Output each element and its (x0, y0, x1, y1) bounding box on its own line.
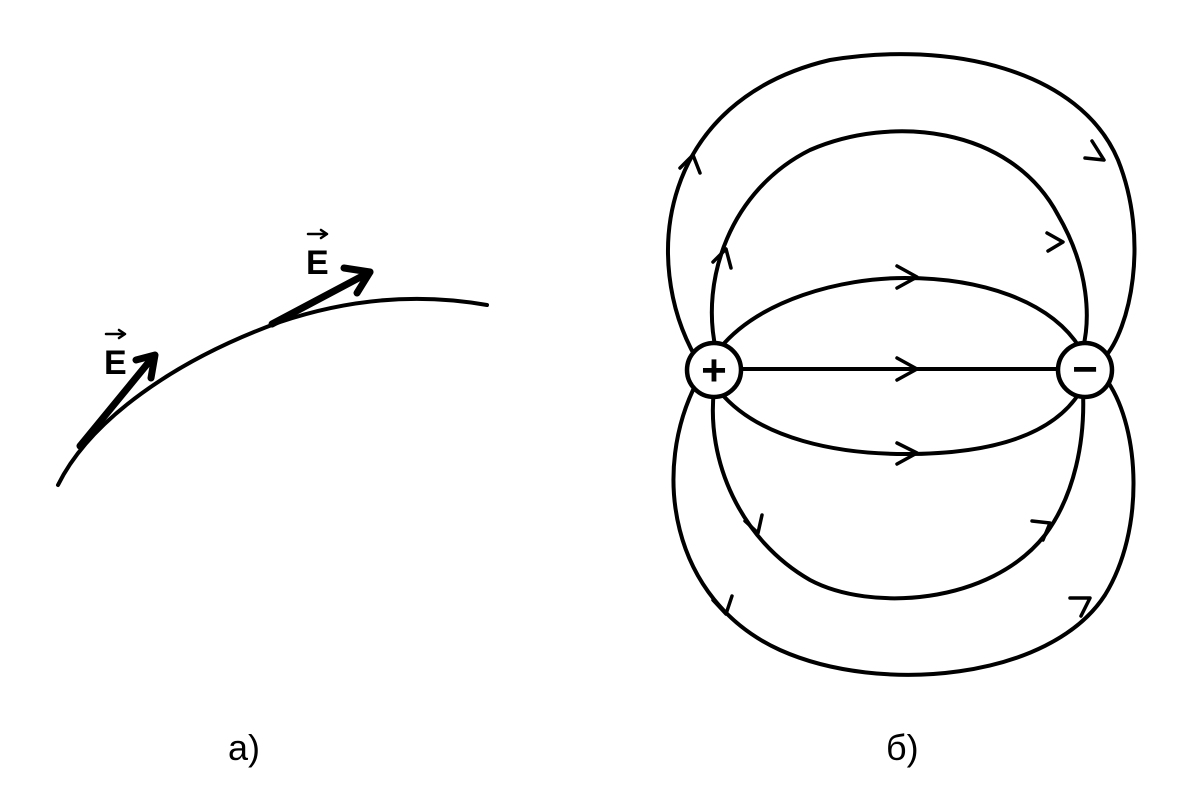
caption-b: б) (886, 727, 919, 768)
field-line-outer-top (666, 52, 1137, 360)
svg-text:+: + (701, 346, 727, 395)
positive-charge: + (684, 340, 744, 400)
field-line-ellipse-top (718, 276, 1082, 350)
vector-label-2: E (306, 228, 329, 282)
panel-b: + − б) (666, 52, 1137, 768)
field-line-outer-bottom (671, 378, 1136, 677)
field-line-ellipse-bottom (718, 390, 1082, 456)
panel-a: E E а) (56, 228, 489, 768)
field-vector-1 (76, 351, 159, 450)
svg-text:E: E (306, 244, 329, 282)
caption-a: а) (228, 727, 260, 768)
svg-text:−: − (1072, 345, 1098, 394)
direction-arrows (678, 139, 1106, 618)
vector-label-1: E (104, 328, 127, 382)
svg-text:E: E (104, 344, 127, 382)
field-line-inner-top (709, 129, 1089, 352)
field-vector-2 (268, 264, 374, 328)
negative-charge: − (1055, 340, 1115, 400)
field-line-inner-bottom (710, 388, 1086, 601)
